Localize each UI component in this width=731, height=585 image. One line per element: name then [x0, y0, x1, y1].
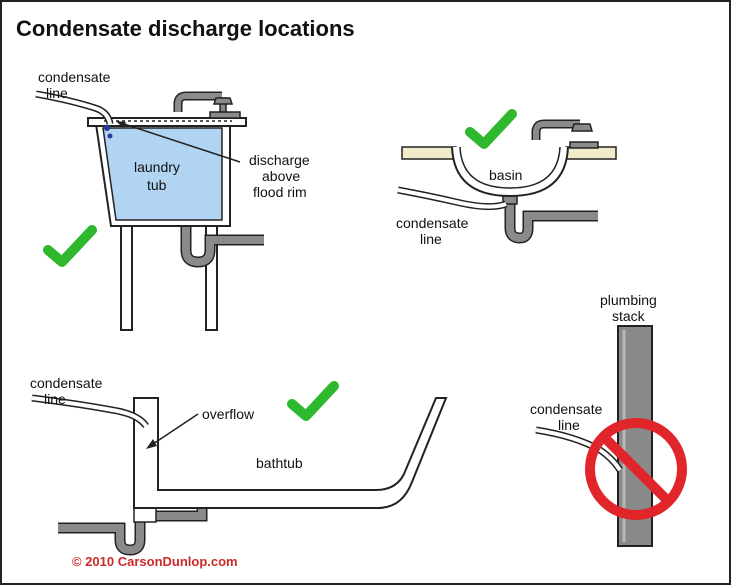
discharge-label: flood rim — [253, 184, 307, 200]
tub-label: tub — [147, 177, 167, 193]
condensate-line-label: line — [46, 85, 68, 101]
counter-left — [401, 146, 457, 160]
condensate-line-label: condensate — [30, 375, 103, 391]
overflow-label: overflow — [202, 406, 255, 422]
condensate-line-label: condensate — [530, 401, 603, 417]
tub-rim — [87, 117, 247, 127]
diagram-title: Condensate discharge locations — [16, 16, 355, 41]
basin-bowl — [451, 146, 569, 198]
condensate-line-label: condensate — [396, 215, 469, 231]
check-icon — [287, 381, 339, 421]
basin-panel: basin condensate line — [396, 109, 617, 247]
faucet-icon — [531, 119, 599, 149]
faucet-icon — [173, 91, 241, 119]
drain-trap-icon — [502, 195, 598, 244]
drip — [104, 125, 110, 131]
pointer-line — [149, 413, 199, 447]
tub-leg-left — [120, 221, 133, 331]
stack-panel: plumbing stack condensate line — [530, 292, 687, 547]
condensate-line-label: line — [420, 231, 442, 247]
stack-label: plumbing — [600, 292, 657, 308]
counter-right — [565, 146, 617, 160]
condensate-line-label: line — [558, 417, 580, 433]
stack-label: stack — [612, 308, 646, 324]
no-sign-icon — [585, 418, 687, 520]
bathtub-shell — [133, 397, 448, 509]
drain-trap-icon — [180, 226, 264, 268]
discharge-label: discharge — [249, 152, 310, 168]
check-icon — [43, 225, 97, 267]
condensate-line-label: condensate — [38, 69, 111, 85]
drip — [107, 133, 113, 139]
bathtub-label: bathtub — [256, 455, 303, 471]
copyright-text: © 2010 CarsonDunlop.com — [72, 554, 238, 569]
discharge-label: above — [262, 168, 300, 184]
laundry-tub-panel: condensate line laundry tub discharge ab… — [35, 69, 310, 331]
check-icon — [465, 109, 517, 149]
pointer-line — [117, 121, 241, 163]
tub-water — [102, 127, 223, 221]
basin-label: basin — [489, 167, 522, 183]
tub-label: laundry — [134, 159, 180, 175]
condensate-line-label: line — [44, 391, 66, 407]
bathtub-panel: condensate line overflow bathtub — [30, 375, 448, 556]
